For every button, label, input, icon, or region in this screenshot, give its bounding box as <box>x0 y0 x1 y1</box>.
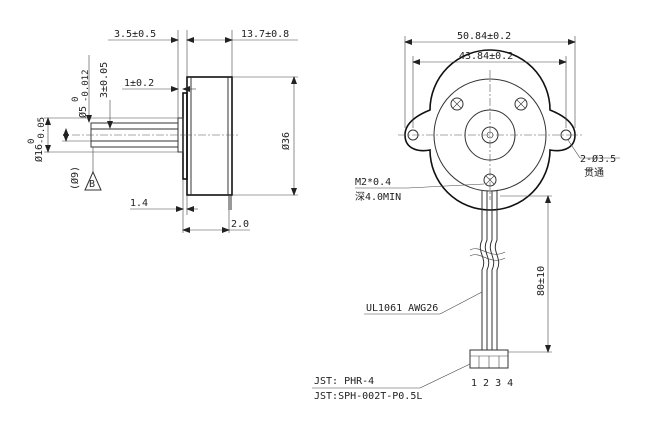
dim-hole-spacing: 43.84±0.2 <box>459 51 513 62</box>
svg-text:-0.012: -0.012 <box>81 69 91 102</box>
svg-text:80±10: 80±10 <box>536 266 547 296</box>
screw-top-right <box>514 97 528 111</box>
wire-spec: UL1061 AWG26 <box>366 303 438 314</box>
dim-reference: (Ø9) <box>69 166 81 190</box>
dim-shaft-protrusion: 3.5±0.5 <box>114 29 156 40</box>
mount-hole-note-cn: 贯通 <box>584 167 604 179</box>
dim-shaft-diameter: Ø5 0 -0.012 <box>71 69 91 118</box>
dim-boss-diameter: Ø16 0 -0.05 <box>27 117 47 162</box>
svg-text:(Ø9): (Ø9) <box>69 166 81 190</box>
dim-body-diameter: Ø36 <box>280 132 292 150</box>
mount-hole-note: 2-Ø3.5 <box>580 153 616 165</box>
dim-lead-length: 80±10 <box>536 266 547 296</box>
svg-text:0: 0 <box>27 139 37 144</box>
datum-label: B <box>89 179 95 190</box>
flange-outline <box>404 49 576 211</box>
datum-triangle <box>84 170 102 191</box>
dim-pin-offset: 2.0 <box>231 219 249 230</box>
pin-numbers: 1 2 3 4 <box>471 378 513 389</box>
screw-top-left <box>450 97 464 111</box>
screw-thread: M2*0.4 <box>355 177 391 188</box>
screw-depth: 深4.0MIN <box>355 191 401 203</box>
svg-text:Ø5: Ø5 <box>77 106 89 118</box>
flange-side <box>182 92 188 180</box>
svg-text:0: 0 <box>71 97 81 102</box>
dim-boss-offset: 1±0.2 <box>124 78 154 89</box>
side-view: 3.5±0.5 13.7±0.8 1±0.2 Ø5 0 -0.012 3±0.0… <box>27 29 298 233</box>
front-view: 50.84±0.2 43.84±0.2 2-Ø3.5 贯通 M2*0.4 深4.… <box>312 31 620 402</box>
connector-terminal: JST:SPH-002T-P0.5L <box>314 391 422 402</box>
dim-body-length: 13.7±0.8 <box>241 29 289 40</box>
dim-flat-depth: 3±0.05 <box>99 62 110 98</box>
wire-leads <box>469 191 506 350</box>
motor-body-side <box>186 76 233 196</box>
svg-text:Ø36: Ø36 <box>280 132 292 150</box>
dim-overall-width: 50.84±0.2 <box>457 31 511 42</box>
connector-housing: JST: PHR-4 <box>314 376 374 387</box>
svg-text:-0.05: -0.05 <box>37 117 47 144</box>
svg-text:3±0.05: 3±0.05 <box>99 62 110 98</box>
svg-text:Ø16: Ø16 <box>33 144 45 162</box>
dim-flange-thickness: 1.4 <box>130 198 148 209</box>
